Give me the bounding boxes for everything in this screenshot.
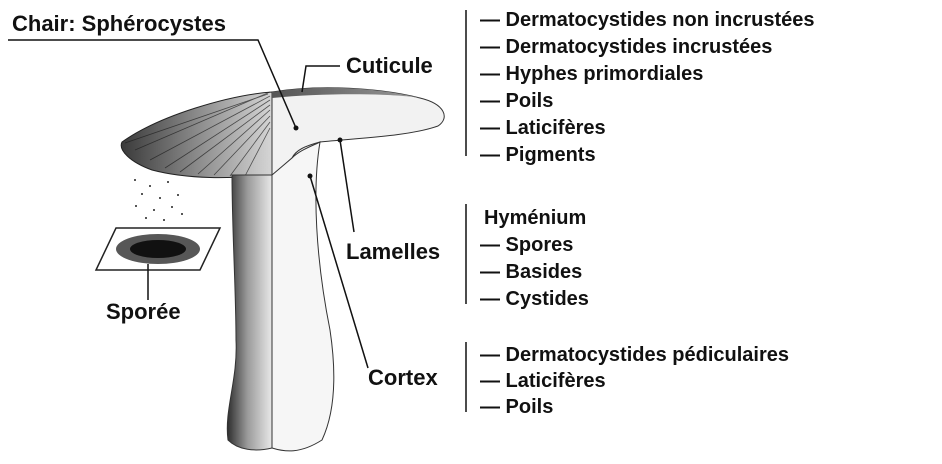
cortex-item: — Laticifères (480, 370, 606, 392)
cuticule-item: — Laticifères (480, 117, 606, 139)
stem-section (272, 142, 334, 451)
cortex-item: — Dermatocystides pédiculaires (480, 344, 789, 366)
lamelles-leader-line (340, 140, 354, 232)
cortex-item: — Poils (480, 396, 553, 418)
cuticule-item: — Hyphes primordiales (480, 63, 703, 85)
stem-exterior (227, 175, 272, 450)
lamelles-item: — Cystides (480, 288, 589, 310)
cuticule-list: — Dermatocystides non incrustées — Derma… (480, 9, 815, 166)
lamelles-list: — Spores — Basides — Cystides (480, 234, 589, 310)
cuticule-item: — Poils (480, 90, 553, 112)
cuticule-item: — Dermatocystides incrustées (480, 36, 772, 58)
cuticule-item: — Dermatocystides non incrustées (480, 9, 815, 31)
sporee-label: Sporée (106, 299, 181, 324)
hymenium-label: Hyménium (484, 207, 586, 229)
lamelles-item: — Spores (480, 234, 573, 256)
mushroom-section-half (272, 88, 444, 451)
cuticule-label: Cuticule (346, 53, 433, 78)
lamelles-item: — Basides (480, 261, 582, 283)
cortex-list: — Dermatocystides pédiculaires — Laticif… (480, 344, 789, 418)
cortex-label: Cortex (368, 365, 438, 390)
spore-fall-dots (134, 179, 183, 221)
mushroom-exterior-half (121, 92, 272, 450)
cuticule-item: — Pigments (480, 144, 596, 166)
chair-label: Chair: Sphérocystes (12, 11, 226, 36)
lamelles-label: Lamelles (346, 239, 440, 264)
spore-print (96, 228, 220, 270)
